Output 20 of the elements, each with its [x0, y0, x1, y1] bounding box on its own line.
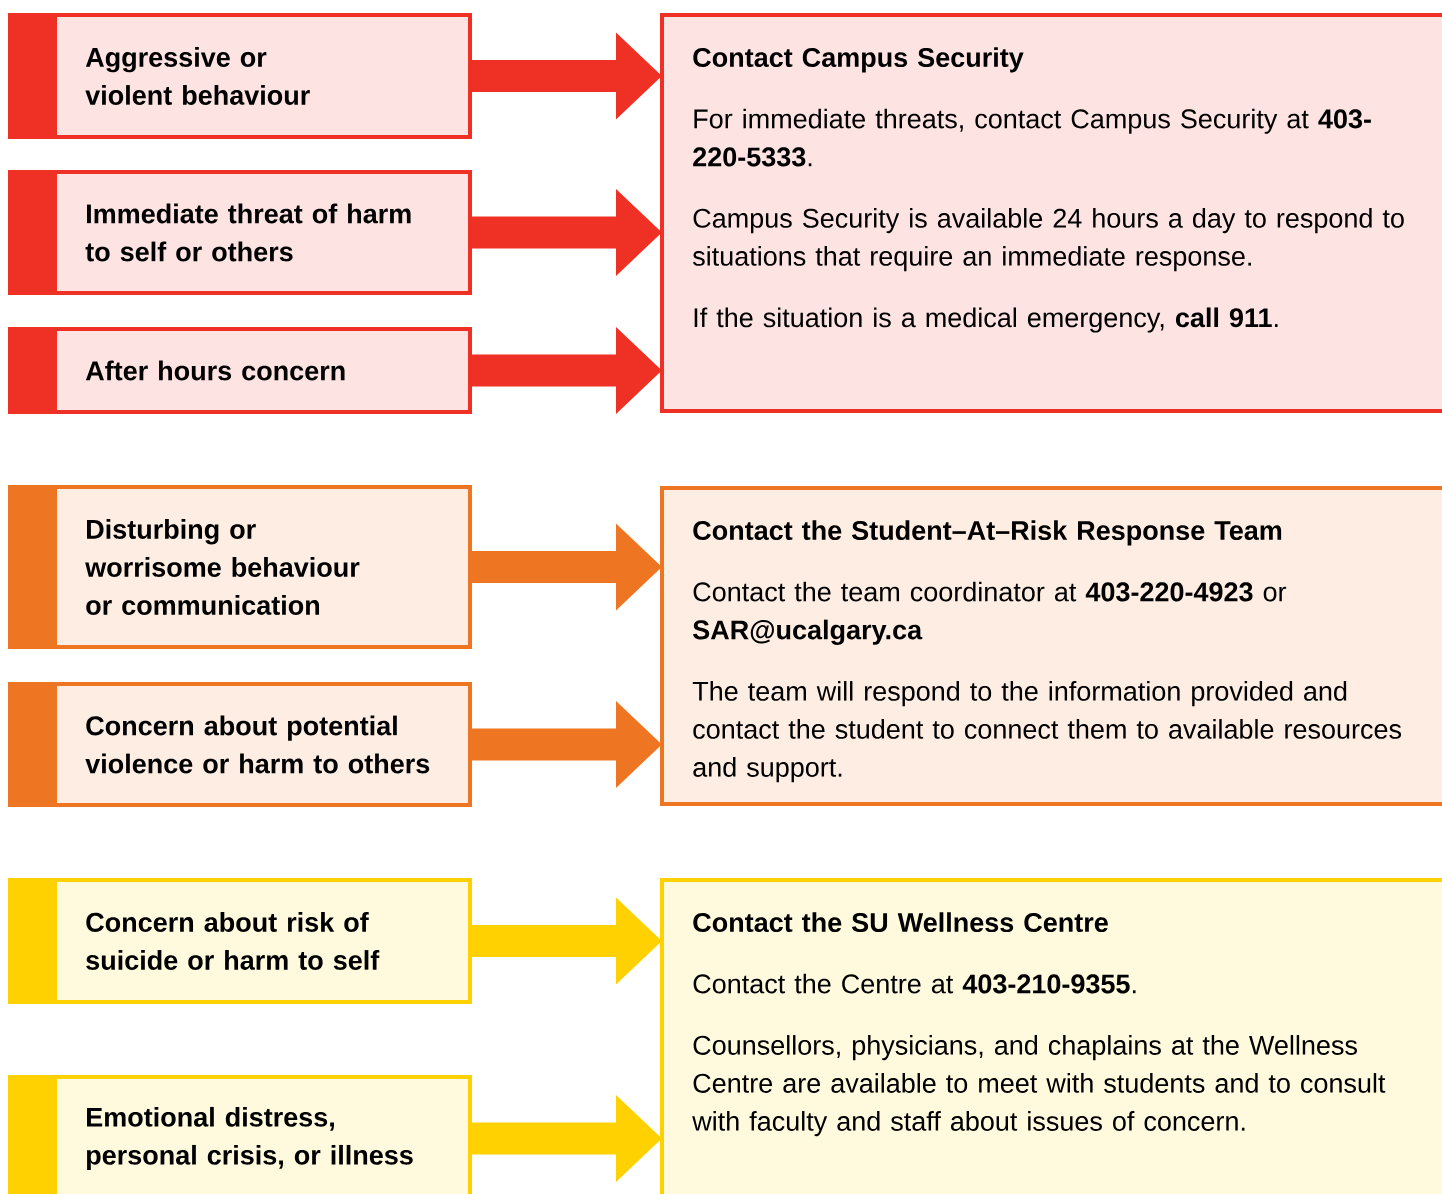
concern-box: Concern about risk of suicide or harm to self — [8, 878, 472, 1004]
concern-box: After hours concern — [8, 327, 472, 414]
body-text: The team will respond to the information provided and contact the student to connect them to available resources and support. — [692, 681, 1402, 783]
concern-box: Aggressive or violent behaviour — [8, 13, 472, 139]
box-heading: Contact the SU Wellness Centre — [693, 912, 1108, 933]
contact-box — [660, 878, 1442, 1194]
concern-box: Concern about potential violence or harm to others — [8, 682, 472, 807]
box-heading: Contact the Student–At–Risk Response Team — [693, 520, 1282, 546]
concern-box: Disturbing or worrisome behaviour or communication — [8, 485, 472, 649]
concern-box: Emotional distress, personal crisis, or illness — [8, 1075, 472, 1194]
body-text: Contact the team coordinator at 403-220-4923 or SAR@ucalgary.ca — [693, 581, 1287, 645]
body-text: Counsellors, physicians, and chaplains at the Wellness Centre are available to meet with students and to consult with faculty and staff about issues of concern. — [692, 1035, 1386, 1137]
body-text: Campus Security is available 24 hours a day to respond to situations that require an immediate response. — [692, 208, 1404, 272]
contact-box — [660, 13, 1442, 413]
contact-box — [660, 486, 1442, 806]
concern-box: Immediate threat of harm to self or others — [8, 170, 472, 295]
body-text: If the situation is a medical emergency, call 911. — [694, 307, 1278, 333]
box-heading: Contact Campus Security — [693, 47, 1024, 73]
body-text: For immediate threats, contact Campus Security at 403-220-5333. — [693, 108, 1371, 167]
body-text: Contact the Centre at 403-210-9355. — [693, 973, 1136, 994]
